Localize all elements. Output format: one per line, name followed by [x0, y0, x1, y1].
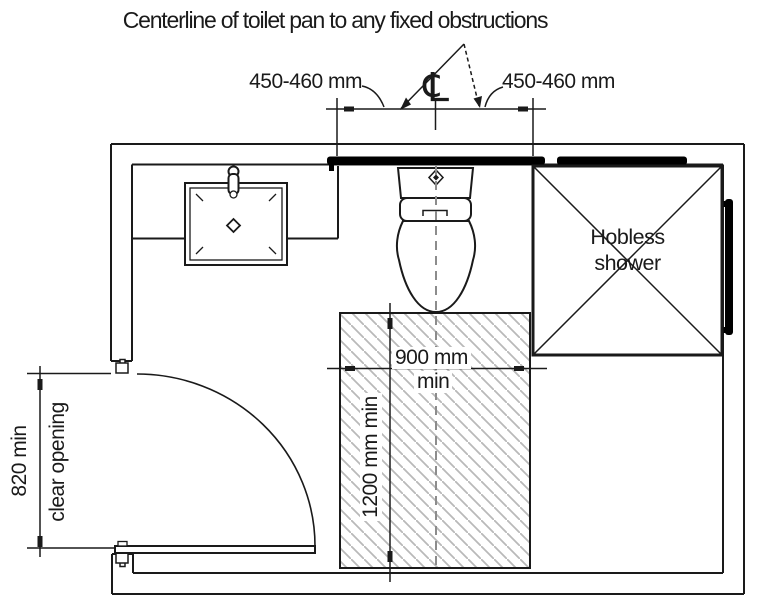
- grab-rail-shower-side: [725, 199, 733, 335]
- door: [114, 373, 316, 554]
- dim-label-offset-left: 450-460 mm: [249, 70, 362, 93]
- dimension-ticks: [37, 96, 528, 562]
- toilet-button: [422, 209, 448, 216]
- leader-apex-left: [400, 43, 465, 110]
- shower-cross: [532, 165, 723, 356]
- vanity-counter: [133, 166, 339, 240]
- door-swing-arc: [136, 373, 316, 547]
- toilet-bowl: [395, 220, 477, 314]
- dimension-lines: [27, 43, 547, 582]
- dim-label-900: 900 mm: [392, 346, 471, 370]
- arrowhead-right: [473, 96, 482, 108]
- door-leaf: [114, 545, 316, 554]
- dim-label-900-min: min: [414, 370, 453, 394]
- diagram-title: Centerline of toilet pan to any fixed ob…: [122, 7, 549, 33]
- shower-label: Hobless shower: [533, 224, 722, 276]
- dim-label-820: 820 min: [7, 425, 31, 497]
- leader-apex-right: [463, 43, 480, 107]
- grab-rail-toilet: [327, 156, 545, 165]
- dim-witness-820: [27, 372, 115, 549]
- basin-corner-ticks: [195, 193, 277, 255]
- centerline-symbol: ℄: [423, 66, 449, 110]
- leader-offset-left: [361, 85, 385, 108]
- tap-aerator: [229, 190, 238, 199]
- door-hinge: [117, 540, 128, 547]
- dim-extension-lines: [336, 98, 534, 156]
- dim-label-offset-right: 450-460 mm: [502, 70, 615, 93]
- toilet: [395, 167, 477, 314]
- leader-offset-right: [484, 86, 504, 108]
- shower-label-line1: Hobless: [590, 225, 665, 249]
- dim-label-clear-opening: clear opening: [45, 402, 69, 522]
- basin: [184, 165, 288, 266]
- basin-drain-icon: [225, 217, 242, 234]
- outer-wall: [110, 143, 745, 595]
- shower-label-line2: shower: [594, 251, 661, 275]
- door-stops: [115, 358, 129, 568]
- arrowhead-left: [400, 97, 411, 110]
- door-jamb-caps: [111, 360, 133, 555]
- grab-rail-shower-top: [557, 156, 687, 165]
- dim-label-1200: 1200 mm min: [359, 387, 383, 527]
- shower: [531, 164, 724, 357]
